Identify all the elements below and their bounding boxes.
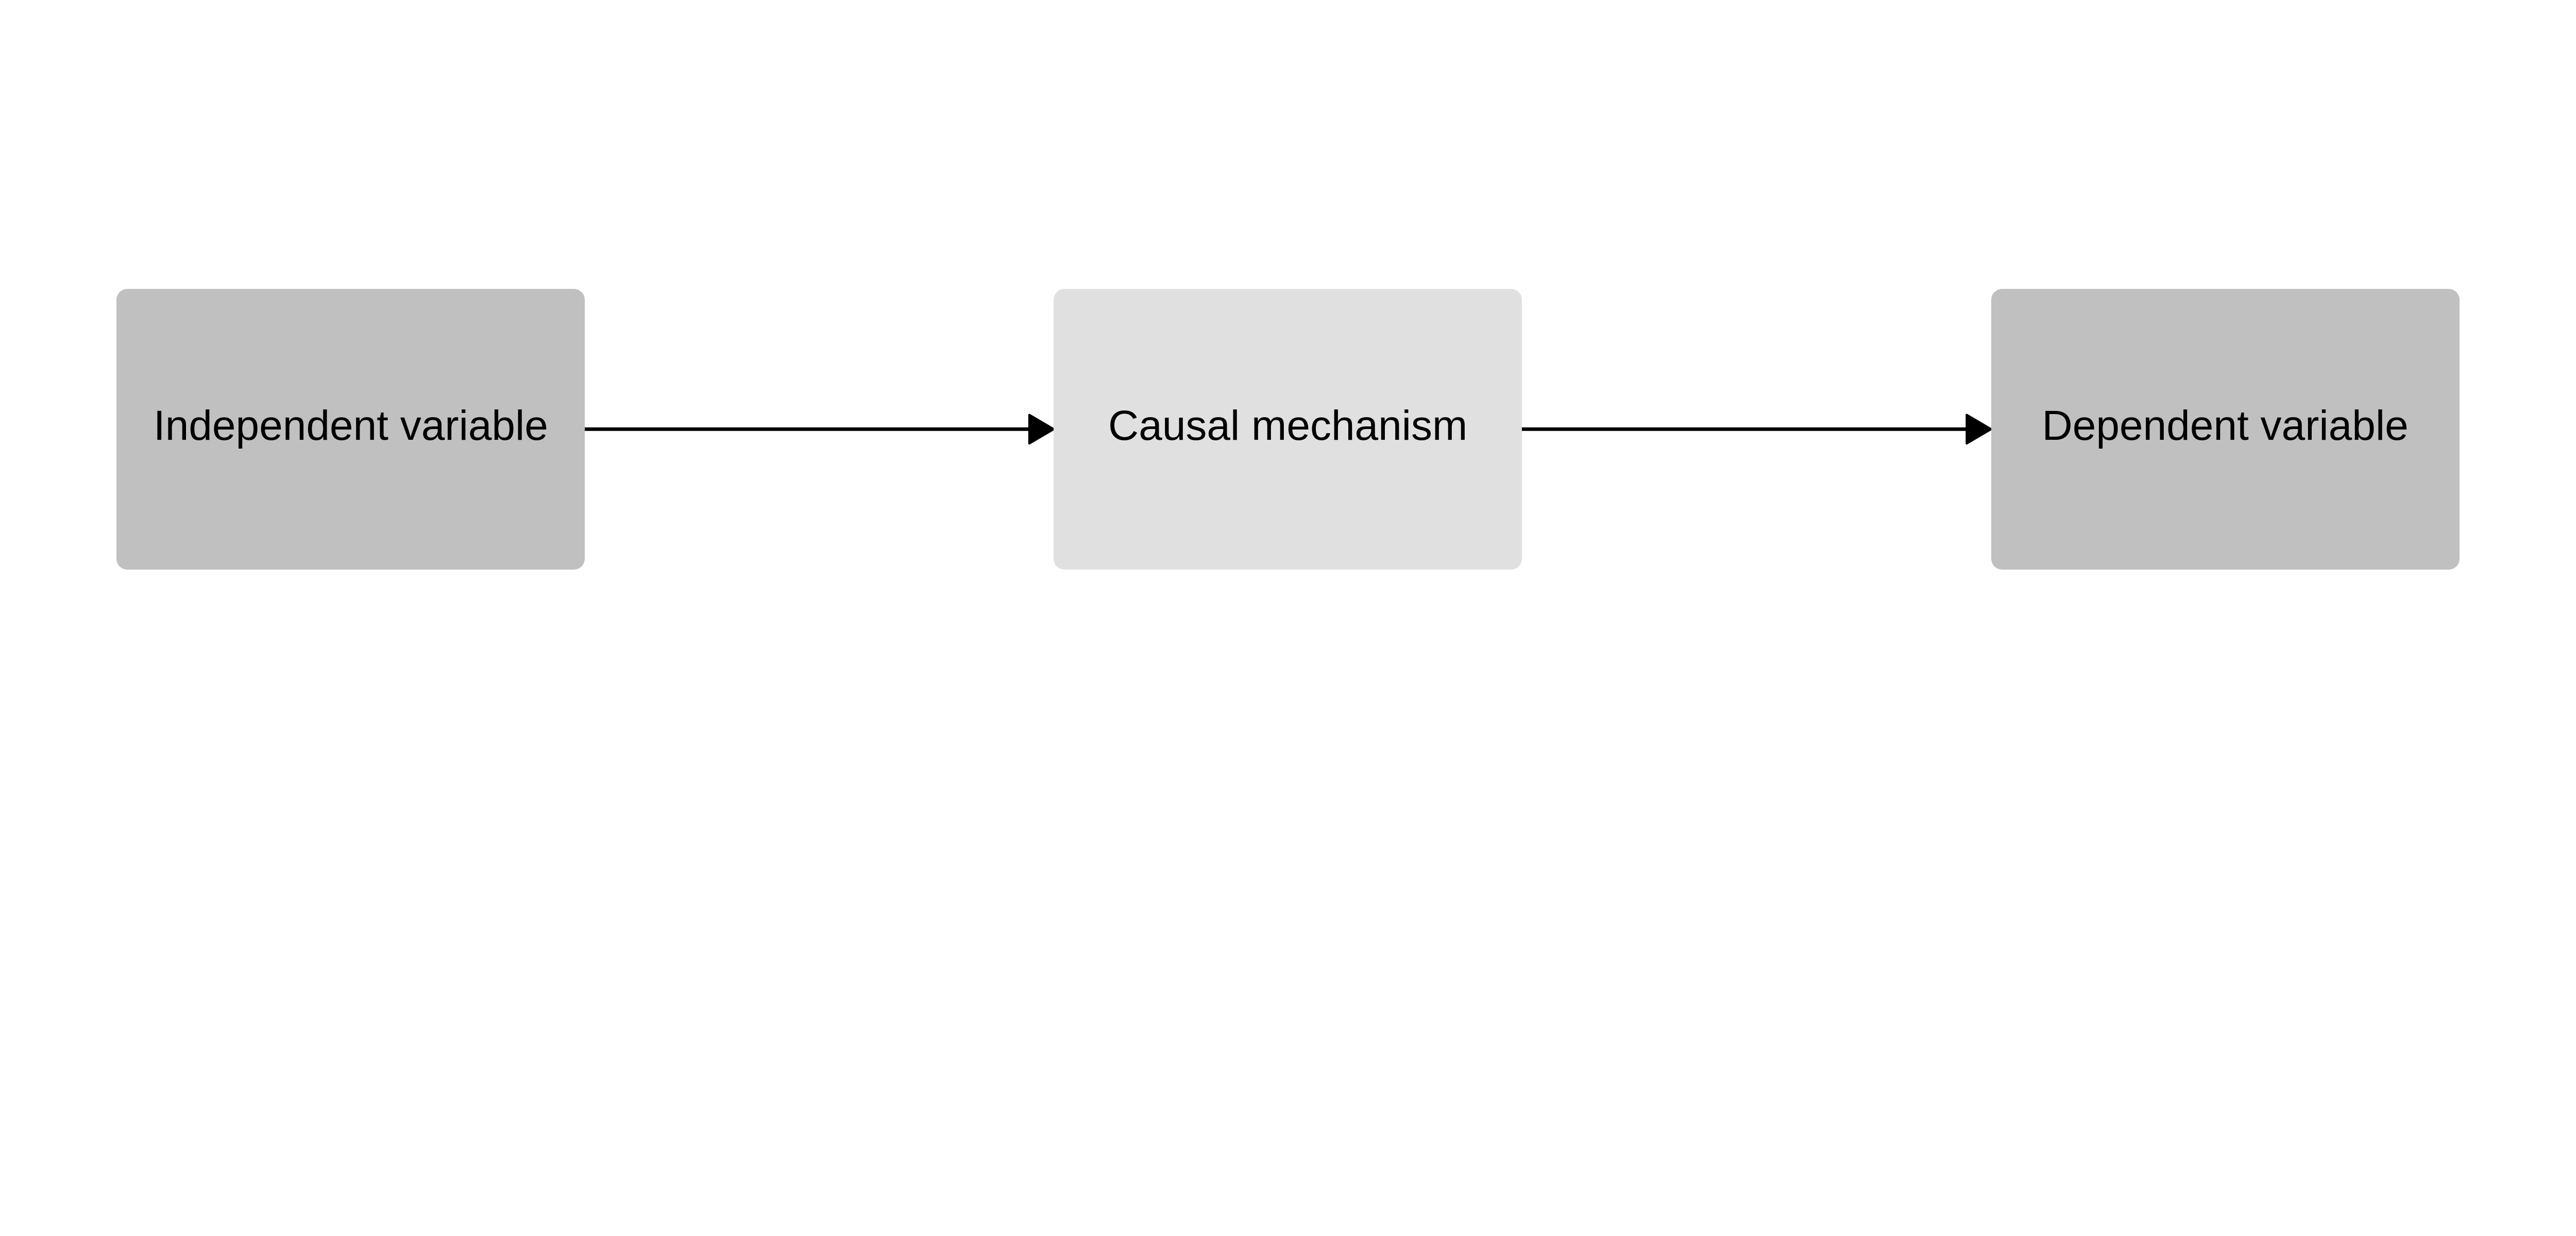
node-label: Dependent variable: [2042, 402, 2409, 449]
edges-layer: [583, 414, 1992, 445]
arrowhead-icon: [1028, 414, 1055, 445]
edge-mechanism-to-dependent: [1520, 414, 1992, 445]
edge-independent-to-mechanism: [583, 414, 1055, 445]
node-label: Independent variable: [153, 402, 548, 449]
node-causal-mechanism: Causal mechanism: [1054, 289, 1522, 570]
node-dependent-variable: Dependent variable: [1991, 289, 2460, 570]
arrowhead-icon: [1965, 414, 1992, 445]
diagram-canvas: Independent variable Causal mechanism De…: [116, 289, 2460, 570]
node-independent-variable: Independent variable: [116, 289, 585, 570]
node-label: Causal mechanism: [1108, 402, 1468, 449]
